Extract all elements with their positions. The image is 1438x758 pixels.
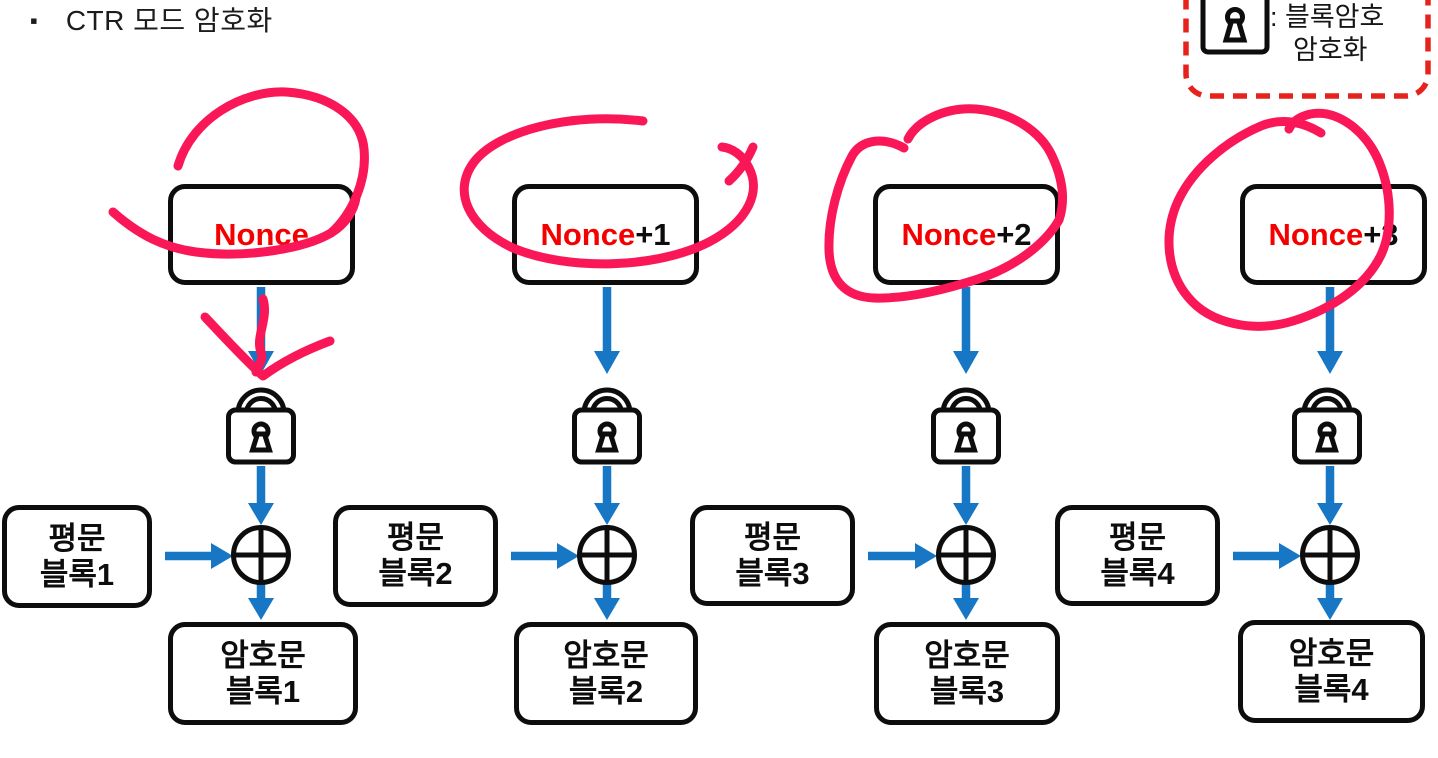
xor-icon <box>231 525 291 585</box>
xor-icon <box>936 525 996 585</box>
arrow-plain2-to-xor2 <box>511 543 579 569</box>
ciphertext-label-line2: 블록2 <box>568 673 644 709</box>
nonce-box-3: Nonce+2 <box>873 184 1060 285</box>
plaintext-label-line1: 평문 <box>386 520 445 555</box>
arrow-plain1-to-xor1 <box>165 543 233 569</box>
lock-icon <box>1200 0 1270 55</box>
plaintext-label-line1: 평문 <box>48 520 106 556</box>
arrow-lock3-to-xor3 <box>953 466 979 525</box>
nonce-label-red: Nonce <box>1268 216 1364 252</box>
ciphertext-label-line1: 암호문 <box>220 637 306 673</box>
arrow-xor4-to-cipher4 <box>1317 582 1343 620</box>
ciphertext-label-line1: 암호문 <box>1288 635 1375 671</box>
lock-icon <box>934 390 999 462</box>
xor-icon <box>577 525 637 585</box>
legend-dashed-frame <box>1183 0 1431 99</box>
page-title: CTR 모드 암호화 <box>65 5 273 36</box>
plaintext-label-line2: 블록1 <box>39 556 115 592</box>
ciphertext-box-4: 암호문 블록4 <box>1238 620 1425 723</box>
nonce-label-red: Nonce <box>901 216 997 252</box>
plaintext-label-line1: 평문 <box>1108 519 1167 555</box>
arrow-nonce3-to-lock3 <box>953 287 979 374</box>
lock-icon <box>1295 390 1360 462</box>
arrow-xor1-to-cipher1 <box>248 582 274 620</box>
nonce-label-red: Nonce <box>540 216 636 252</box>
ciphertext-label-line1: 암호문 <box>924 637 1010 673</box>
lock-icon <box>229 390 294 462</box>
arrow-xor3-to-cipher3 <box>953 582 979 620</box>
plaintext-box-4: 평문 블록4 <box>1055 505 1220 606</box>
arrow-xor2-to-cipher2 <box>594 582 620 620</box>
lock-icon <box>575 390 640 462</box>
ciphertext-box-3: 암호문 블록3 <box>874 622 1060 725</box>
plaintext-label-line2: 블록3 <box>735 555 810 591</box>
ciphertext-label-line2: 블록1 <box>225 673 301 709</box>
plaintext-label-line1: 평문 <box>743 519 802 555</box>
arrow-plain3-to-xor3 <box>868 543 937 569</box>
nonce-box-2: Nonce+1 <box>512 184 699 285</box>
ciphertext-label-line1: 암호문 <box>563 637 649 673</box>
arrow-nonce4-to-lock4 <box>1317 287 1343 374</box>
arrow-lock2-to-xor2 <box>594 466 620 525</box>
arrow-nonce1-to-lock1 <box>248 287 274 374</box>
arrow-nonce2-to-lock2 <box>594 287 620 374</box>
ciphertext-label-line2: 블록4 <box>1294 671 1369 707</box>
plaintext-label-line2: 블록2 <box>378 556 453 591</box>
nonce-box-1: Nonce <box>168 184 355 285</box>
plaintext-box-2: 평문 블록2 <box>333 505 498 607</box>
nonce-label-red: Nonce <box>214 216 309 252</box>
nonce-label-suffix: +3 <box>1363 216 1399 252</box>
bullet-icon: ▪ <box>30 8 38 33</box>
plaintext-box-1: 평문 블록1 <box>2 505 152 608</box>
legend-label-line2: 암호화 <box>1293 35 1368 65</box>
ciphertext-label-line2: 블록3 <box>929 673 1005 709</box>
legend-label-line1: : 블록암호 <box>1270 2 1385 32</box>
arrow-lock1-to-xor1 <box>248 466 274 525</box>
nonce-label-suffix: +1 <box>635 216 671 252</box>
arrow-lock4-to-xor4 <box>1317 466 1343 525</box>
slide-title-row: ▪ CTR 모드 암호화 <box>30 4 273 38</box>
nonce-box-4: Nonce+3 <box>1240 184 1427 285</box>
plaintext-label-line2: 블록4 <box>1100 555 1175 591</box>
arrow-plain4-to-xor4 <box>1233 543 1301 569</box>
xor-icon <box>1300 525 1360 585</box>
plaintext-box-3: 평문 블록3 <box>690 505 855 606</box>
ciphertext-box-1: 암호문 블록1 <box>168 622 358 725</box>
nonce-label-suffix: +2 <box>996 216 1032 252</box>
ciphertext-box-2: 암호문 블록2 <box>514 622 698 725</box>
